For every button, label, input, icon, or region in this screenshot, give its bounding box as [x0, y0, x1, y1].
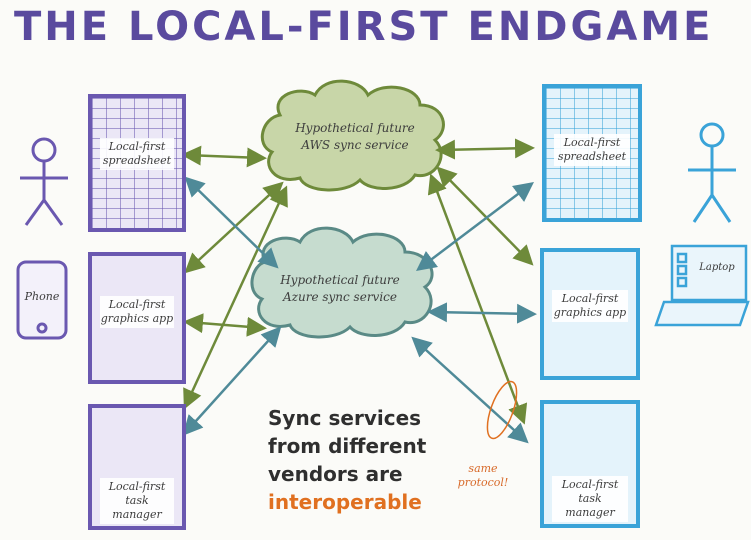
left-task-app: Local-first task manager [88, 404, 186, 530]
aws-cloud-label: Hypothetical future AWS sync service [295, 121, 415, 152]
right-graphics-label: Local-first graphics app [552, 290, 628, 322]
left-spreadsheet-label: Local-first spreadsheet [100, 138, 174, 170]
right-graphics-app: Local-first graphics app [540, 248, 640, 380]
arrow-aws-left-spreadsheet [181, 145, 267, 168]
right-user-icon [688, 122, 736, 223]
right-task-label: Local-first task manager [552, 476, 628, 522]
phone-icon [16, 260, 68, 340]
right-spreadsheet-app: Local-first spreadsheet [542, 84, 642, 222]
protocol-annotation: same protocol! [457, 462, 509, 489]
phone-label: Phone [24, 290, 60, 303]
left-graphics-label: Local-first graphics app [100, 296, 174, 328]
left-task-label: Local-first task manager [100, 478, 174, 524]
message-line-2: from different [268, 434, 427, 458]
left-user-icon [20, 137, 68, 226]
arrow-azure-left-spreadsheet [184, 176, 279, 269]
left-spreadsheet-app: Local-first spreadsheet [88, 94, 186, 232]
arrow-aws-right-spreadsheet [435, 138, 535, 160]
azure-cloud-label: Hypothetical future Azure sync service [280, 273, 400, 304]
left-graphics-app: Local-first graphics app [88, 252, 186, 384]
protocol-loop [486, 380, 518, 440]
arrow-azure-left-task [182, 326, 282, 436]
aws-cloud [260, 79, 445, 192]
laptop-label: Laptop [699, 262, 735, 273]
arrow-azure-right-spreadsheet [416, 181, 534, 272]
arrow-azure-right-task [411, 336, 529, 444]
laptop-icon [654, 244, 750, 327]
arrow-aws-right-graphics [436, 166, 534, 266]
page-title: THE LOCAL-FIRST ENDGAME [14, 4, 714, 50]
interop-message: Sync services from different vendors are… [268, 404, 426, 516]
right-spreadsheet-label: Local-first spreadsheet [554, 134, 630, 166]
message-line-1: Sync services [268, 406, 422, 430]
message-line-4: interoperable [268, 490, 422, 514]
right-task-app: Local-first task manager [540, 400, 640, 528]
arrow-aws-right-task [427, 173, 528, 425]
message-line-3: vendors are [268, 462, 403, 486]
arrow-azure-right-graphics [427, 302, 537, 324]
